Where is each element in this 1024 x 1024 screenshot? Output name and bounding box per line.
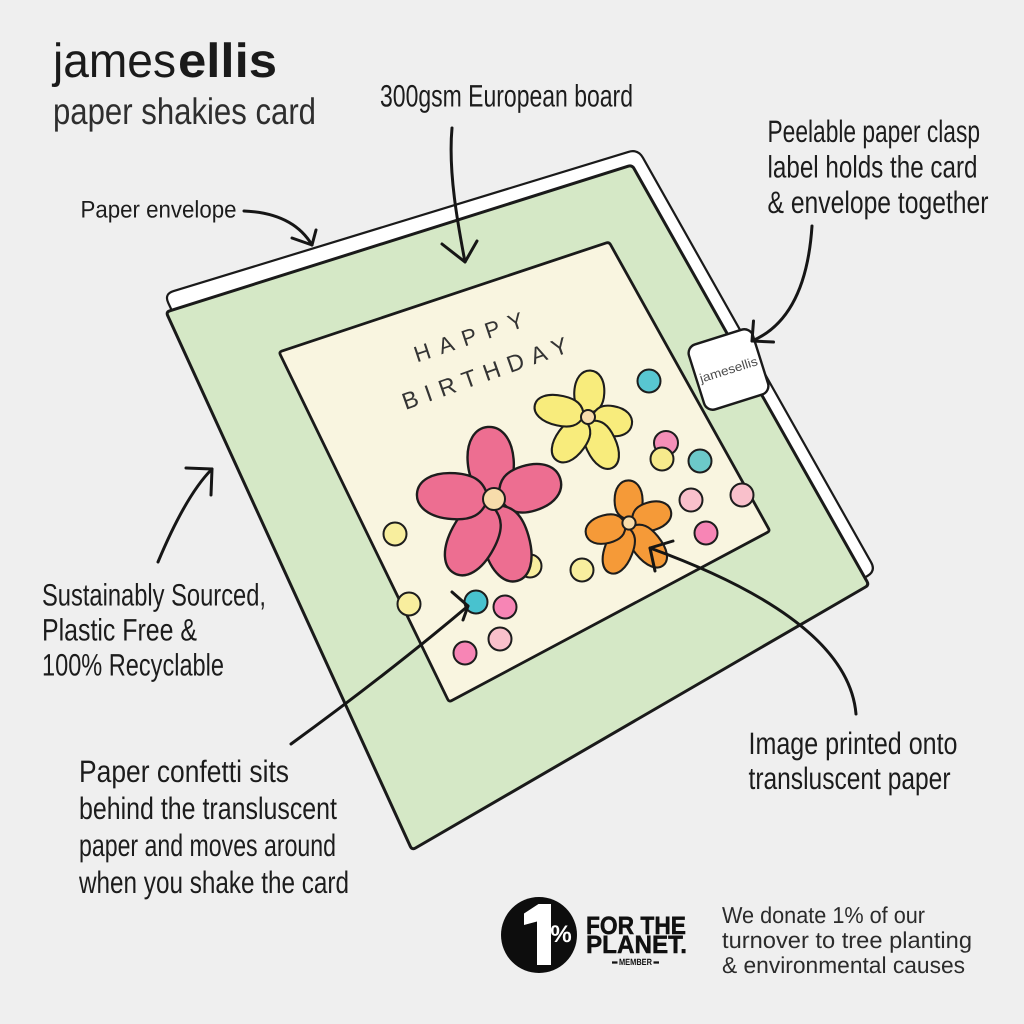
svg-text:300gsm European board: 300gsm European board xyxy=(380,79,633,114)
svg-text:MEMBER: MEMBER xyxy=(619,957,652,967)
svg-text:& environmental causes: & environmental causes xyxy=(722,952,965,978)
svg-text:when you shake the card: when you shake the card xyxy=(78,865,349,900)
svg-text:Peelable paper clasp: Peelable paper clasp xyxy=(768,114,981,149)
svg-text:Paper envelope: Paper envelope xyxy=(81,197,237,224)
svg-text:Sustainably Sourced,: Sustainably Sourced, xyxy=(42,578,266,613)
svg-text:james: james xyxy=(51,35,176,88)
svg-text:behind the transluscent: behind the transluscent xyxy=(79,791,337,826)
svg-text:& envelope together: & envelope together xyxy=(768,185,989,220)
svg-text:Plastic Free &: Plastic Free & xyxy=(42,613,197,648)
svg-text:FOR THE: FOR THE xyxy=(586,912,686,940)
svg-text:paper and moves around: paper and moves around xyxy=(79,828,336,863)
svg-text:Paper confetti sits: Paper confetti sits xyxy=(79,754,289,789)
svg-text:label holds the card: label holds the card xyxy=(768,150,978,185)
svg-text:Image printed onto: Image printed onto xyxy=(749,726,958,761)
svg-text:We donate 1% of our: We donate 1% of our xyxy=(722,902,925,928)
svg-text:paper shakies card: paper shakies card xyxy=(53,91,316,132)
svg-text:100% Recyclable: 100% Recyclable xyxy=(42,648,224,683)
svg-text:turnover to tree planting: turnover to tree planting xyxy=(722,927,972,953)
svg-text:%: % xyxy=(550,921,571,948)
svg-text:PLANET.: PLANET. xyxy=(586,931,687,959)
svg-text:ellis: ellis xyxy=(178,35,277,88)
svg-text:transluscent paper: transluscent paper xyxy=(749,761,951,796)
